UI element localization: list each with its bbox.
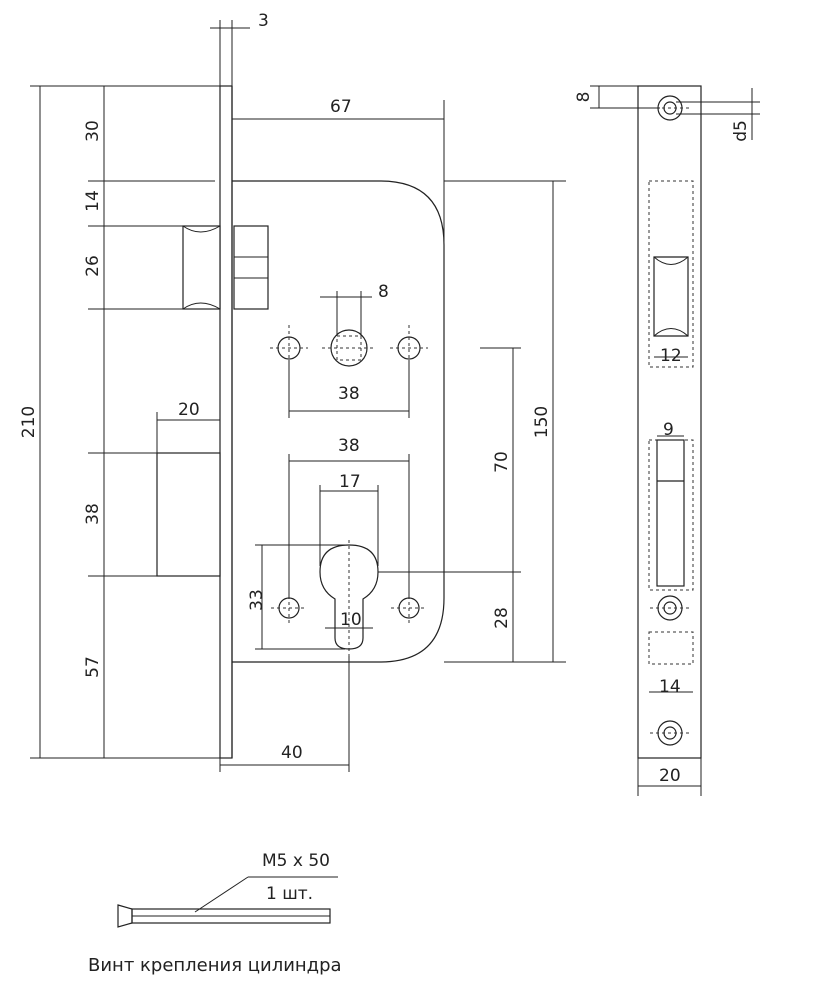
side-dim-20: 20 — [638, 766, 701, 787]
dim-label-67: 67 — [330, 97, 352, 117]
dim-label-38-lower: 38 — [338, 436, 360, 456]
lock-body — [232, 180, 445, 663]
dim-label-side-14: 14 — [659, 677, 681, 697]
dim-cylinder-height: 33 — [247, 544, 345, 650]
dim-label-70: 70 — [492, 451, 512, 473]
side-dim-14: 14 — [649, 677, 693, 697]
cylinder-screw: M5 x 50 1 шт. Винт крепления цилиндра — [88, 851, 342, 976]
dim-label-26: 26 — [83, 255, 103, 277]
dim-label-33: 33 — [247, 589, 267, 611]
dim-faceplate-thickness: 3 — [210, 11, 269, 86]
dim-label-9: 9 — [663, 420, 674, 440]
dim-label-28: 28 — [492, 607, 512, 629]
dim-lower-spacing: 38 — [288, 436, 410, 598]
dim-label-3: 3 — [258, 11, 269, 31]
dim-backset: 40 — [219, 656, 350, 772]
dim-label-d5: d5 — [731, 120, 751, 142]
faceplate — [219, 85, 233, 759]
dim-label-40: 40 — [281, 743, 303, 763]
dim-label-side-8: 8 — [574, 92, 594, 103]
side-faceplate — [637, 85, 702, 796]
dim-label-10: 10 — [340, 610, 362, 630]
dim-right-stack: 150 70 28 — [378, 180, 566, 663]
side-dim-8: 8 — [574, 85, 660, 109]
dim-label-38-deadbolt: 38 — [83, 503, 103, 525]
cylinder-area — [271, 540, 427, 656]
side-latch-window — [648, 180, 694, 368]
screw-quantity: 1 шт. — [266, 884, 313, 904]
dim-label-side-20: 20 — [659, 766, 681, 786]
dim-label-14: 14 — [83, 190, 103, 212]
dim-backset-width: 67 — [232, 97, 445, 245]
side-dim-9: 9 — [657, 420, 684, 440]
dim-label-30: 30 — [83, 120, 103, 142]
dim-label-210: 210 — [19, 406, 39, 438]
dim-label-150: 150 — [532, 406, 552, 438]
dim-label-17: 17 — [339, 472, 361, 492]
screw-size: M5 x 50 — [262, 851, 330, 871]
dim-handle-square: 8 — [320, 282, 389, 336]
dim-deadbolt-projection: 20 — [156, 400, 221, 453]
side-bolt-window — [648, 439, 694, 665]
screw-caption: Винт крепления цилиндра — [88, 955, 342, 976]
side-dim-d5: d5 — [676, 88, 760, 142]
dim-label-57: 57 — [83, 656, 103, 678]
side-dim-12: 12 — [654, 346, 688, 366]
latch-bolt — [182, 225, 269, 310]
dim-cylinder-width: 17 — [319, 472, 379, 566]
dim-label-12: 12 — [660, 346, 682, 366]
dim-left-stack: 30 14 26 38 57 210 — [19, 85, 220, 759]
dim-label-20: 20 — [178, 400, 200, 420]
dim-cylinder-slot: 10 — [325, 610, 373, 630]
dim-label-38-upper: 38 — [338, 384, 360, 404]
dim-handle-spacing: 38 — [288, 360, 410, 418]
handle-holes — [270, 325, 428, 371]
deadbolt — [156, 452, 221, 577]
dim-label-8: 8 — [378, 282, 389, 302]
